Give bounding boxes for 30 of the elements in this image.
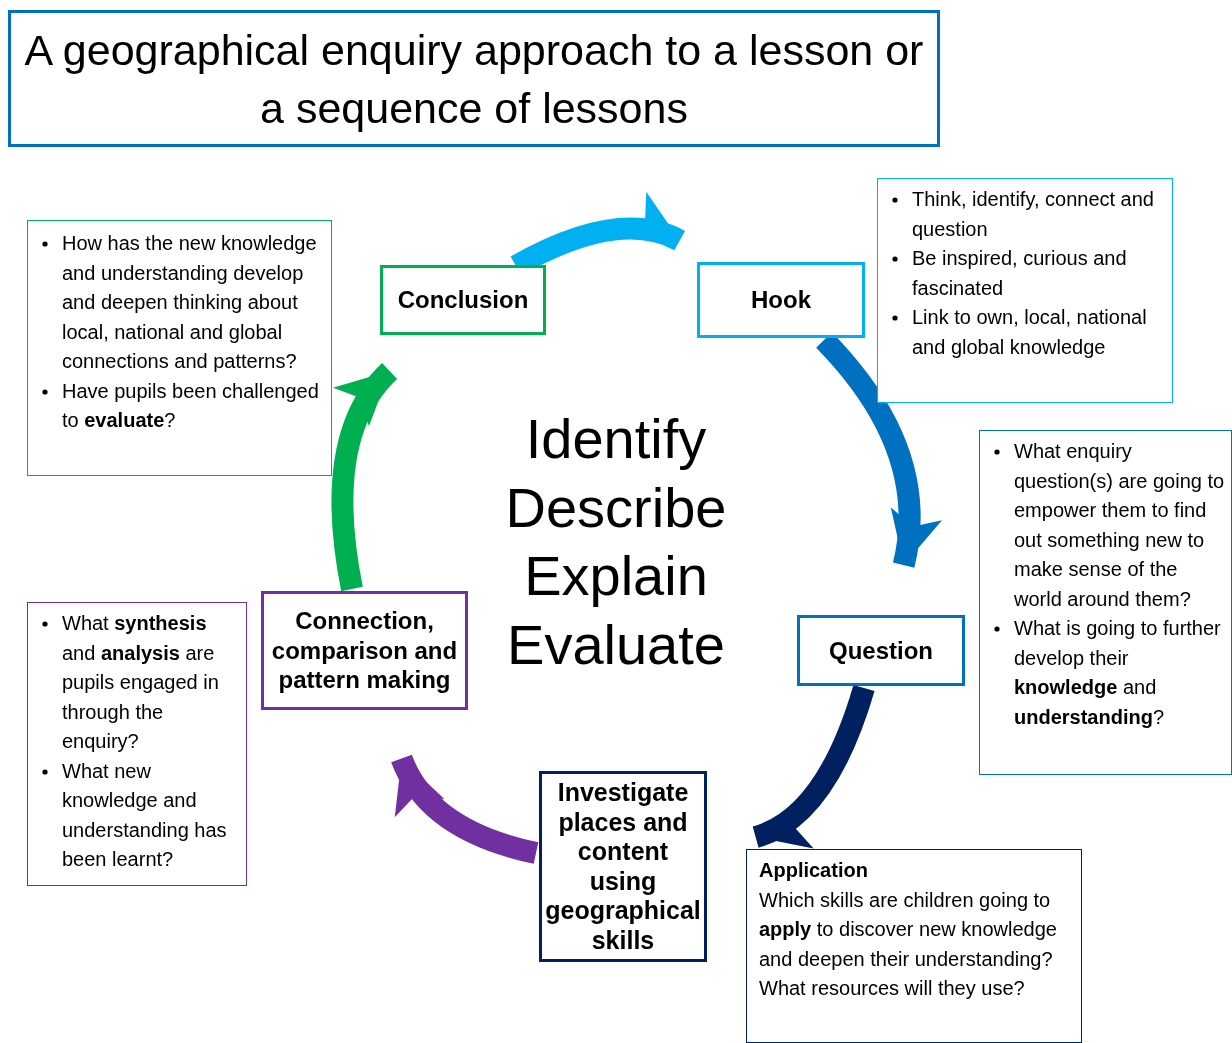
stage-box: Investigate places and content using geographical skills: [539, 771, 707, 962]
title: A geographical enquiry approach to a lesson or a sequence of lessons: [23, 24, 925, 134]
center-word: Evaluate: [506, 611, 726, 678]
bullet-text: Have pupils been challenged to evaluate?: [62, 378, 320, 433]
bullet-text: What new knowledge and understanding has been learnt?: [62, 758, 228, 872]
note-card: [27, 602, 247, 886]
note-text: Which skills are children going to apply to discover new knowledge and deepen their understanding?: [759, 887, 1058, 972]
note-heading: Application: [759, 858, 869, 883]
stage-box: Question: [797, 615, 965, 686]
bullet-text: Be inspired, curious and fascinated: [912, 246, 1128, 301]
stage-box: Conclusion: [380, 265, 546, 335]
bullet-text: What synthesis and analysis are pupils engaged in through the enquiry?: [62, 611, 220, 754]
stage-box: Connection, comparison and pattern making: [261, 591, 468, 710]
bullet-text: Link to own, local, national and global knowledge: [912, 305, 1148, 360]
bullet-text: How has the new knowledge and understanding develop and deepen thinking about local, national and global connections and patterns?: [62, 231, 318, 374]
note-card: [27, 220, 332, 476]
curved-arrow: [391, 754, 539, 864]
center-word: Explain: [523, 543, 709, 609]
curved-arrow: [331, 363, 398, 591]
bullet-text: What is going to further develop their knowledge and understanding?: [1014, 616, 1222, 730]
note-card: [746, 849, 1082, 1043]
center-word: Identify: [524, 406, 708, 472]
curved-arrow: [752, 684, 875, 848]
stage-box: Hook: [697, 262, 865, 338]
note-card: [979, 430, 1232, 775]
bullet-text: What enquiry question(s) are going to empower them to find out something new to make sense of the world around them?: [1014, 439, 1226, 612]
note-card: [877, 178, 1173, 403]
center-word: Describe: [504, 474, 728, 541]
note-text: What resources will they use?: [759, 976, 1026, 1001]
bullet-text: Think, identify, connect and question: [912, 187, 1155, 242]
